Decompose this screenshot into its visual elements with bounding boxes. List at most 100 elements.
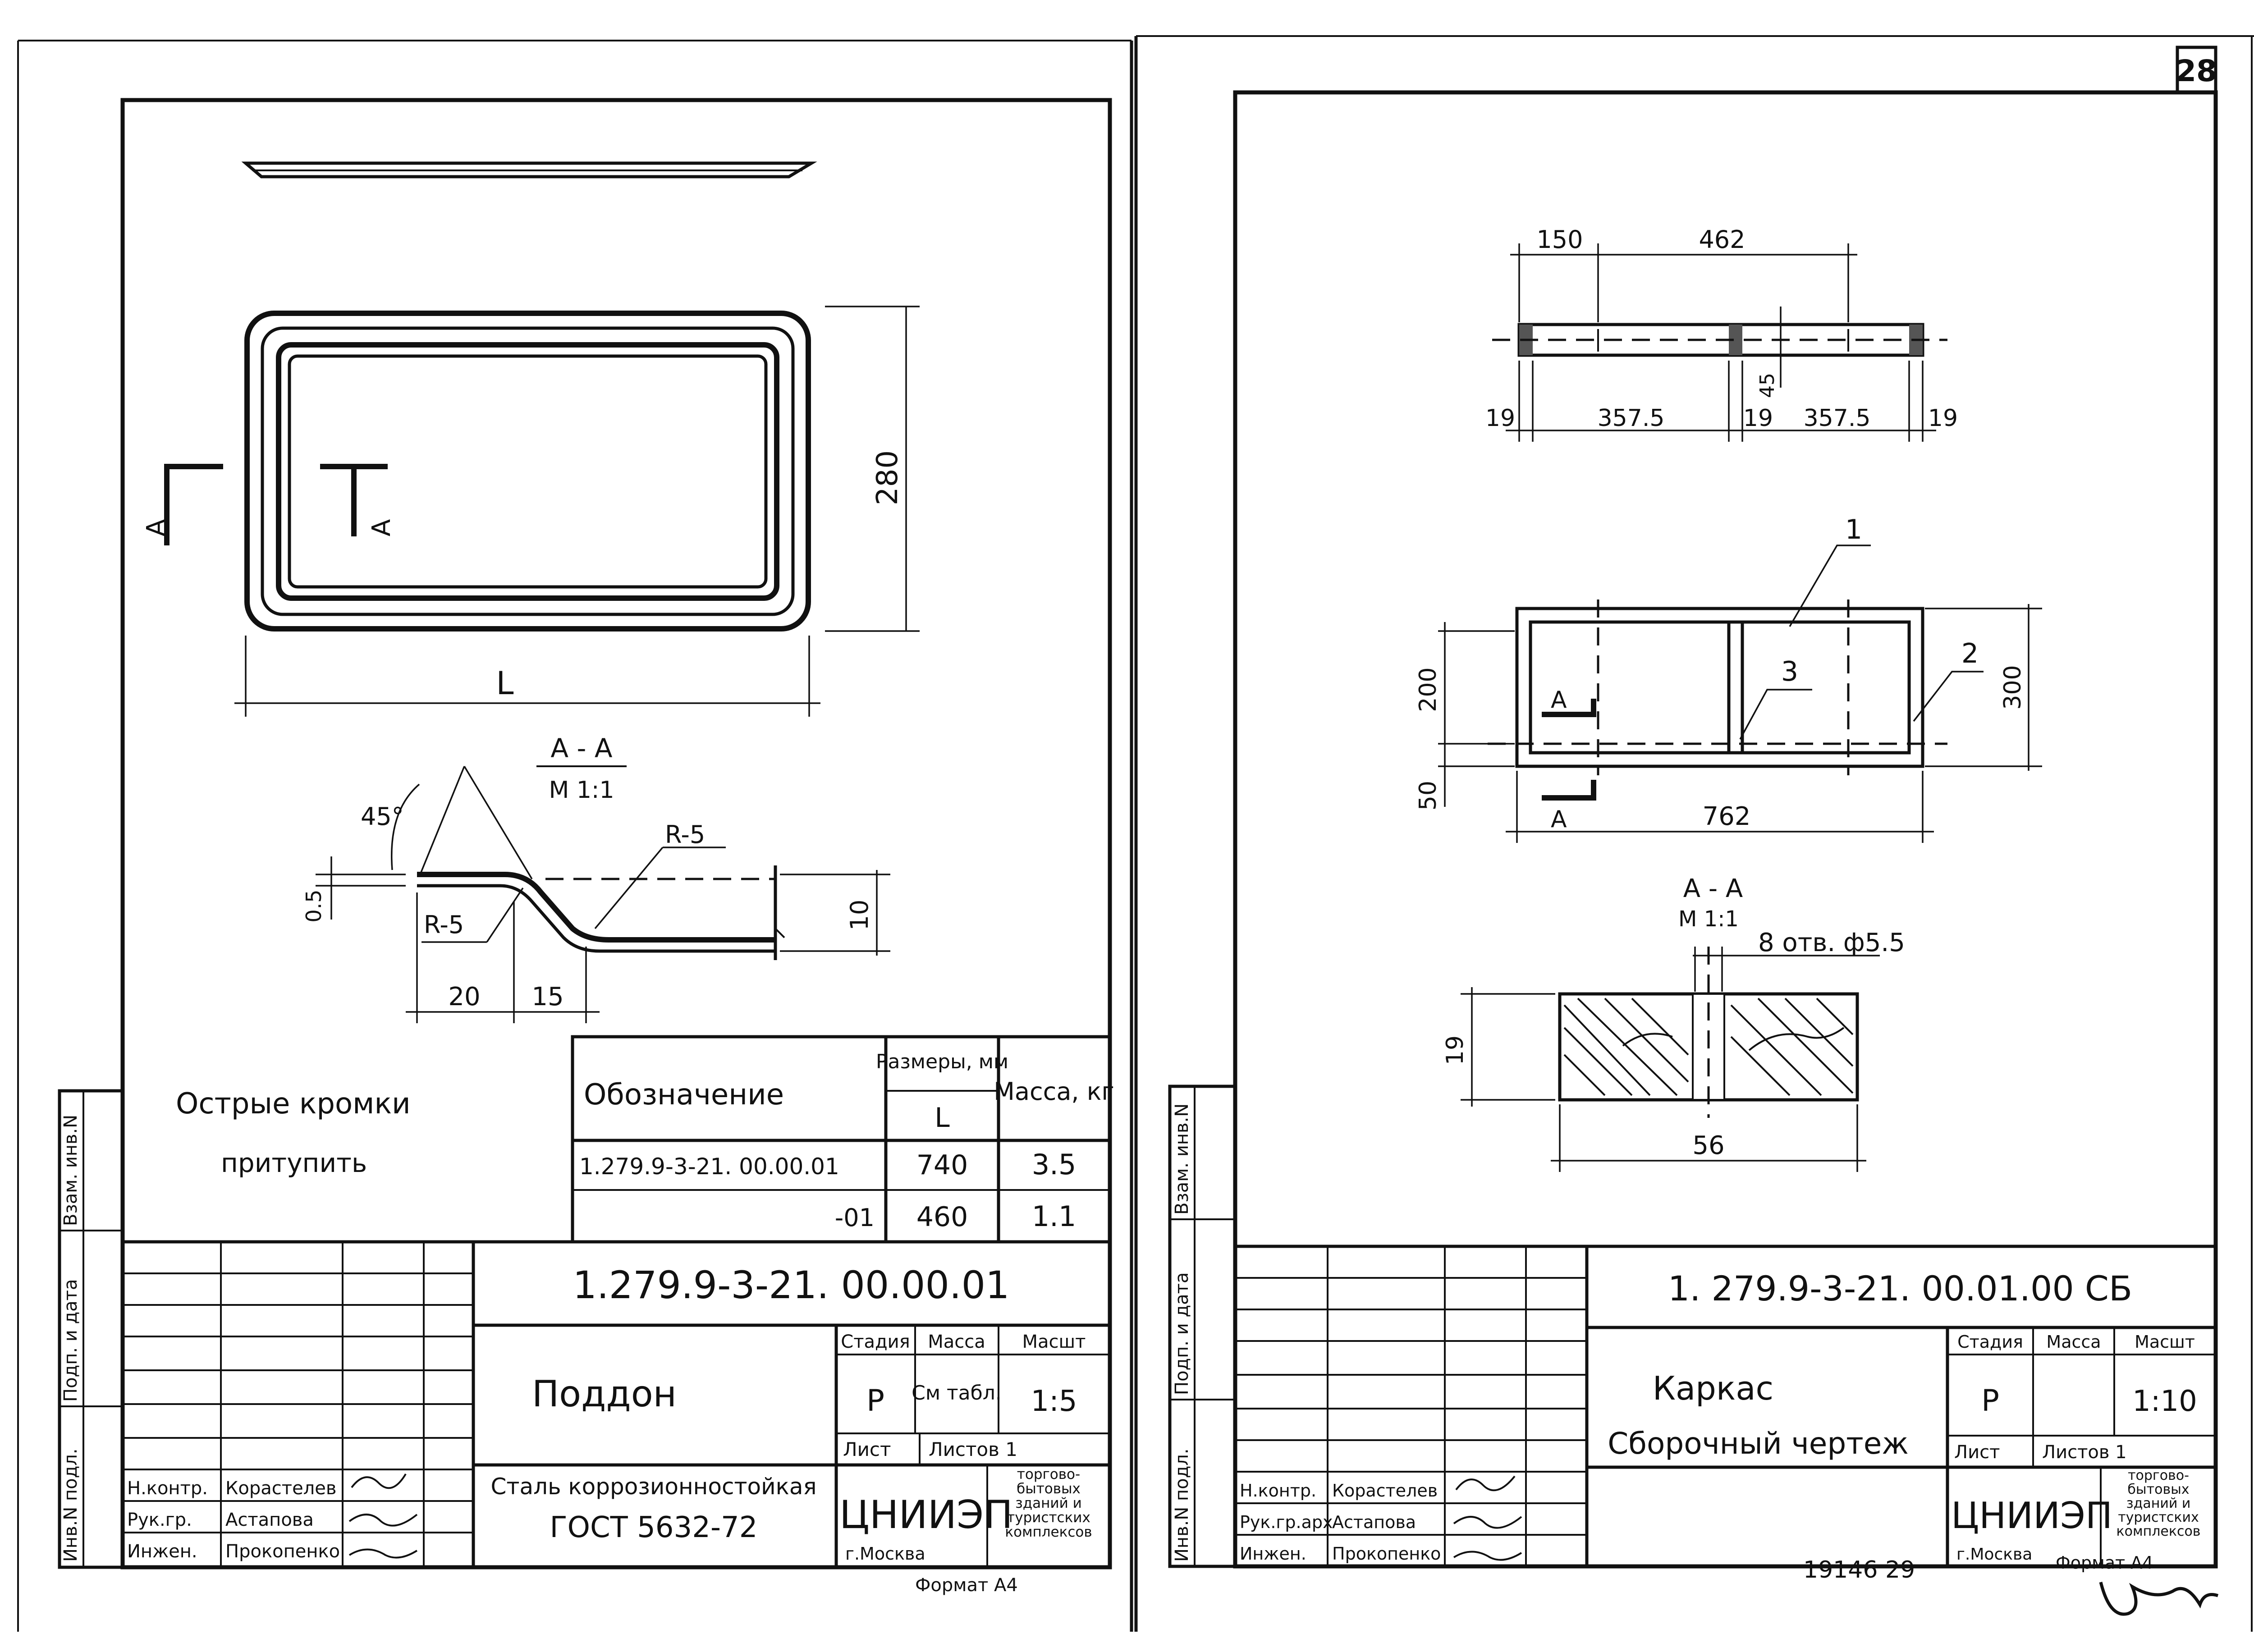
frame-elevation-view	[1492, 323, 1947, 357]
signature	[1453, 1516, 1522, 1529]
role-name: Корастелев	[1332, 1481, 1438, 1501]
drawing-code: 1.279.9-3-21. 00.00.01	[573, 1263, 1009, 1307]
stage-value: Р	[866, 1383, 884, 1418]
org-description: торгово-бытовых зданий и туристских комп…	[1005, 1467, 1092, 1539]
dim-50: 50	[1415, 781, 1442, 810]
dim-45: 45	[1756, 373, 1779, 398]
side-label-inventory: Инв.N подл.	[1172, 1448, 1192, 1562]
drawing-name-line1: Каркас	[1653, 1369, 1773, 1407]
section-scale: M 1:1	[549, 777, 614, 804]
section-title: A - A	[550, 733, 612, 764]
sheet-label: Лист	[843, 1438, 891, 1460]
role-label: Н.контр.	[1240, 1481, 1316, 1501]
dim-300: 300	[1999, 665, 2026, 709]
left-title-block: Н.контр. Корастелев Рук.гр. Астапова Инж…	[121, 1240, 1112, 1569]
role-name: Корастелев	[225, 1478, 336, 1499]
dim-200: 200	[1415, 667, 1442, 712]
dim-depth: 10	[845, 900, 874, 931]
position-1: 1	[1845, 514, 1862, 545]
dim-150: 150	[1536, 225, 1583, 254]
table-row-designation: 1.279.9-3-21. 00.00.01	[579, 1153, 839, 1180]
table-row-mass: 1.1	[1032, 1200, 1077, 1233]
role-name: Прокопенко	[1332, 1544, 1441, 1564]
dim-19-section: 19	[1442, 1035, 1469, 1065]
svg-text:A: A	[1551, 806, 1567, 833]
section-mark-top: A	[1542, 686, 1596, 717]
drawing-code: 1. 279.9-3-21. 00.01.00 СБ	[1668, 1268, 2132, 1309]
right-side-stamp: Взам. инв.N Подп. и дата Инв.N подл.	[1168, 1085, 1237, 1568]
side-label-replaced: Взам. инв.N	[60, 1115, 81, 1226]
tray-profile-view	[241, 161, 817, 178]
dim-19: 19	[1743, 405, 1773, 432]
tray-plan-view	[244, 311, 811, 632]
dim-slope: 15	[531, 982, 564, 1011]
org-description: торгово-бытовых зданий и туристских комп…	[2116, 1469, 2200, 1538]
role-label: Н.контр.	[127, 1478, 208, 1499]
holes-note: 8 отв. ф5.5	[1758, 928, 1905, 957]
dim-357-5: 357.5	[1598, 405, 1665, 432]
table-row-length: 460	[916, 1201, 968, 1233]
dim-462: 462	[1699, 225, 1745, 254]
left-sheet: Взам. инв.N Подп. и дата Инв.N подл. 280…	[58, 98, 1114, 1596]
mass-header: Масса	[2046, 1332, 2101, 1352]
table-header-dims-sub: L	[935, 1102, 950, 1134]
section-title: A - A	[1683, 874, 1743, 903]
page-number-box	[2176, 46, 2217, 94]
role-label: Инжен.	[127, 1541, 197, 1562]
drawing-name: Поддон	[532, 1373, 677, 1415]
dim-357-5: 357.5	[1804, 405, 1871, 432]
radius-inner: R-5	[424, 911, 464, 939]
angle-label: 45°	[361, 802, 404, 831]
note-line2: притупить	[221, 1148, 367, 1178]
side-label-inventory: Инв.N подл.	[60, 1448, 81, 1562]
section-mark-right: A	[320, 464, 396, 536]
side-label-signature: Подп. и дата	[1172, 1272, 1192, 1395]
page-number: 28	[2176, 54, 2217, 88]
signature	[348, 1514, 418, 1527]
dim-19: 19	[1485, 405, 1515, 432]
section-mark-bottom: A	[1542, 780, 1596, 833]
signature	[1453, 1551, 1522, 1561]
org-city: г.Москва	[845, 1544, 925, 1564]
dim-762: 762	[1703, 802, 1751, 831]
position-3: 3	[1781, 656, 1798, 687]
section-scale: M 1:1	[1678, 906, 1739, 932]
note-line1: Острые кромки	[176, 1087, 411, 1121]
role-label: Инжен.	[1240, 1544, 1306, 1564]
svg-text:A: A	[142, 519, 171, 536]
left-side-stamp: Взам. инв.N Подп. и дата Инв.N подл.	[58, 1089, 124, 1569]
role-name: Астапова	[1332, 1512, 1416, 1532]
dim-length: L	[496, 665, 514, 702]
stage-header: Стадия	[1957, 1332, 2023, 1352]
table-row-designation: -01	[835, 1204, 875, 1232]
stage-value: Р	[1981, 1383, 1999, 1418]
signature	[1455, 1475, 1516, 1492]
tray-section-profile	[417, 865, 785, 960]
radius-outer: R-5	[665, 820, 705, 849]
section-mark-left: A	[142, 464, 223, 545]
scale-value: 1:5	[1031, 1385, 1077, 1418]
frame-plan-view	[1488, 599, 1947, 775]
scale-header: Масшт	[2135, 1332, 2195, 1352]
format-label: Формат А4	[2056, 1553, 2153, 1573]
side-label-signature: Подп. и дата	[60, 1279, 81, 1402]
table-header-dims: Размеры, мм	[876, 1050, 1008, 1073]
material-line1: Сталь коррозионностойкая	[490, 1474, 816, 1500]
position-2: 2	[1961, 638, 1979, 669]
scale-value: 1:10	[2132, 1385, 2197, 1418]
right-sheet: 28 Взам. инв.N Подп. и дата Инв.N подл. …	[1168, 46, 2219, 1616]
svg-text:A: A	[367, 519, 396, 536]
org-city: г.Москва	[1956, 1545, 2032, 1564]
signature	[351, 1473, 407, 1489]
dim-thickness: 0.5	[302, 889, 326, 922]
dim-56: 56	[1692, 1131, 1724, 1160]
role-label: Рук.гр.арх	[1240, 1512, 1333, 1532]
table-row-mass: 3.5	[1032, 1148, 1077, 1181]
dim-flat: 20	[448, 982, 480, 1011]
drawing-name-line2: Сборочный чертеж	[1608, 1426, 1909, 1461]
timber-section	[1558, 947, 1859, 1118]
scale-header: Масшт	[1022, 1332, 1086, 1352]
right-title-block: Н.контр. Корастелев Рук.гр.арх Астапова …	[1233, 1245, 2217, 1568]
stamp-number: 19146 29	[1803, 1556, 1915, 1583]
table-header-mass: Масса, кг	[994, 1077, 1114, 1106]
